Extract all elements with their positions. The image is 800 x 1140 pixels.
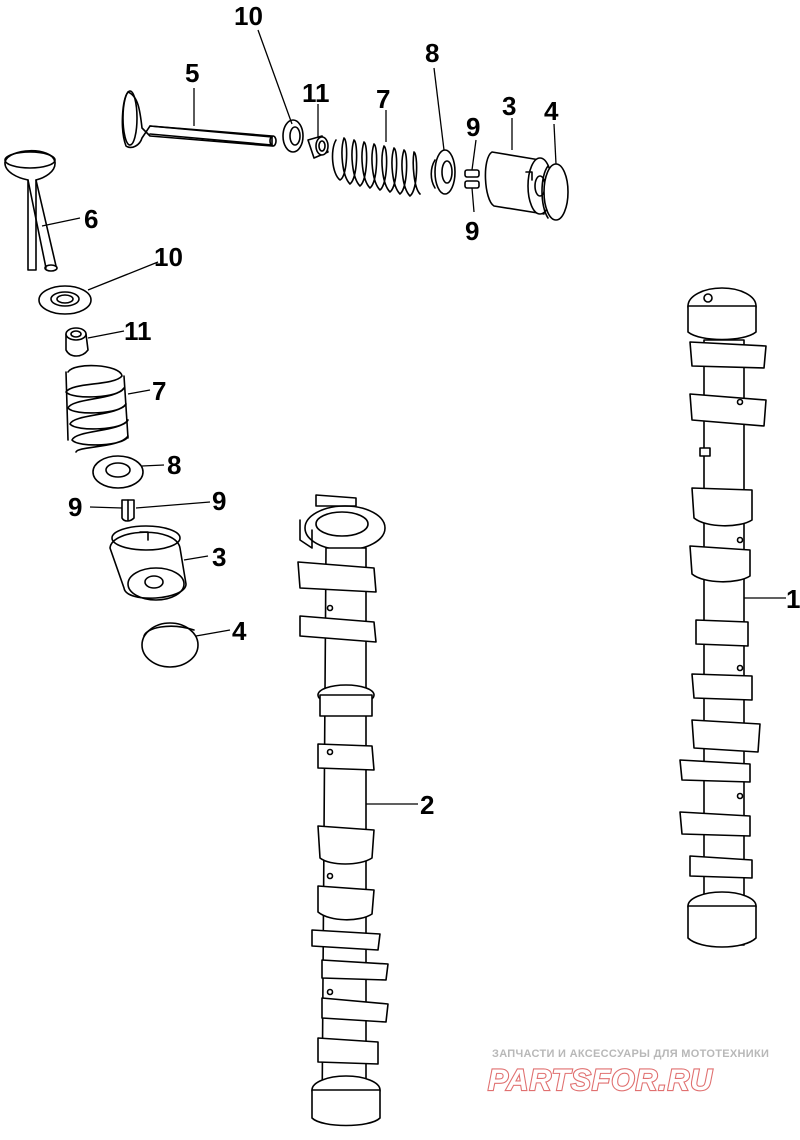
shim-4-top	[541, 163, 569, 221]
spring-seat-11-left	[65, 327, 89, 357]
valve-5-intake	[121, 90, 277, 149]
callout-8-top: 8	[425, 38, 439, 68]
callout-7-top: 7	[376, 84, 390, 114]
spring-retainer-8-top	[430, 149, 456, 195]
callout-6: 6	[84, 204, 98, 234]
cotter-9-top	[464, 169, 480, 189]
callout-labels: 10 5 11 7 8 9 3 4 9 6 10 11 7 8 9 9 3 4 …	[68, 1, 800, 820]
callout-10-top: 10	[234, 1, 263, 31]
callout-11-left: 11	[124, 316, 152, 346]
camshaft-1	[679, 287, 767, 948]
valve-spring-7-top	[331, 137, 421, 197]
shim-4-left	[141, 622, 199, 668]
valve-spring-7-left	[65, 364, 129, 453]
callout-4-top: 4	[544, 96, 559, 126]
callout-2: 2	[420, 790, 434, 820]
camshaft-2	[297, 494, 389, 1127]
lifter-3-left	[109, 525, 187, 601]
callout-9-top-a: 9	[466, 112, 480, 142]
valve-seal-10-left	[38, 285, 92, 315]
valve-6-exhaust	[4, 150, 58, 272]
callout-9-left-b: 9	[212, 486, 226, 516]
spring-retainer-8-left	[92, 455, 144, 489]
cotter-9-left	[121, 499, 135, 522]
callout-1: 1	[786, 584, 800, 614]
valve-seal-10-top	[282, 119, 304, 153]
callout-8-left: 8	[167, 450, 181, 480]
watermark-brand: PARTSFOR.RU	[488, 1064, 713, 1097]
callout-7-left: 7	[152, 376, 166, 406]
callout-3-top: 3	[502, 91, 516, 121]
spring-seat-11-top	[307, 135, 329, 159]
callout-9-left-a: 9	[68, 492, 82, 522]
watermark-tagline: ЗАПЧАСТИ И АКСЕССУАРЫ ДЛЯ МОТОТЕХНИКИ	[492, 1048, 769, 1060]
callout-4-left: 4	[232, 616, 247, 646]
callout-3-left: 3	[212, 542, 226, 572]
callout-5: 5	[185, 58, 199, 88]
watermark: ЗАПЧАСТИ И АКСЕССУАРЫ ДЛЯ МОТОТЕХНИКИ PA…	[487, 1048, 769, 1098]
callout-10-left: 10	[154, 242, 183, 272]
callout-9-top-b: 9	[465, 216, 479, 246]
callout-11-top: 11	[302, 78, 330, 108]
leader-lines	[41, 29, 786, 805]
